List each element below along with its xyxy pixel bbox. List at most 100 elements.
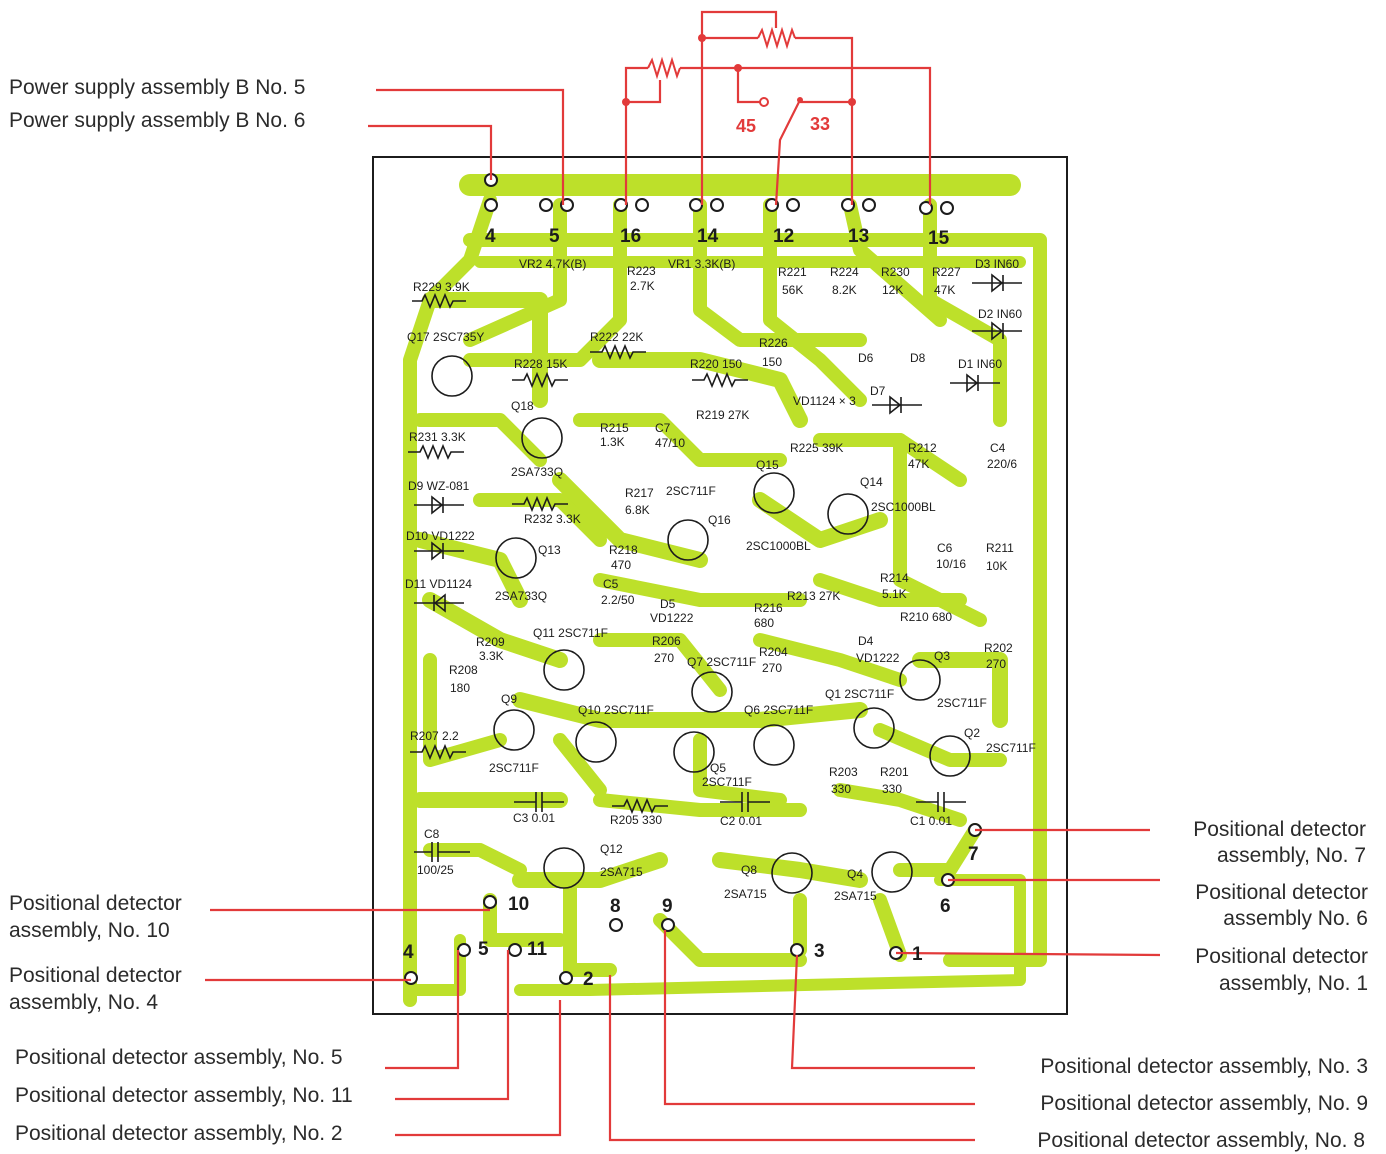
label-pd10-line1: Positional detector: [9, 892, 182, 915]
label-q15-type: 2SC1000BL: [746, 539, 811, 553]
label-r208: R208: [449, 663, 478, 677]
pin-13: 13: [848, 226, 869, 247]
label-r229: R229 3.9K: [413, 280, 470, 294]
switch-contact-45: [759, 97, 769, 107]
label-q5-type: 2SC711F: [702, 775, 752, 789]
label-d6: D6: [858, 351, 874, 365]
label-r203: R203: [829, 765, 858, 779]
label-r207: R207 2.2: [410, 729, 459, 743]
label-c4-value: 220/6: [987, 457, 1017, 471]
label-r204: R204: [759, 645, 788, 659]
label-r221-value: 56K: [782, 283, 803, 297]
label-d1: D1 IN60: [958, 357, 1002, 371]
label-r228: R228 15K: [514, 357, 567, 371]
label-q14: Q14: [860, 475, 883, 489]
label-q16-type: 2SC711F: [666, 484, 716, 498]
label-c5: C5: [603, 577, 619, 591]
label-r216: R216: [754, 601, 783, 615]
pin-7: 7: [968, 844, 979, 865]
label-r217: R217: [625, 486, 654, 500]
label-d11: D11 VD1124: [405, 577, 472, 591]
label-pd5: Positional detector assembly, No. 5: [15, 1046, 343, 1069]
pin-numbers: 4 5 16 14 12 13 15 7 6 10 8 9 3 1 4 5 11…: [403, 226, 979, 990]
label-r203-value: 330: [831, 782, 851, 796]
label-r205: R205 330: [610, 813, 662, 827]
label-r214-value: 5.1K: [882, 587, 907, 601]
copper-traces: [403, 174, 1047, 1007]
label-d7: D7: [870, 384, 886, 398]
label-r208-value: 180: [450, 681, 470, 695]
label-q3: Q3: [934, 649, 950, 663]
label-q14-type: 2SC1000BL: [871, 500, 936, 514]
label-c7: C7: [655, 421, 671, 435]
label-q13-type: 2SA733Q: [495, 589, 547, 603]
label-r202: R202: [984, 641, 1013, 655]
label-r227-value: 47K: [934, 283, 955, 297]
label-q13: Q13: [538, 543, 561, 557]
label-q11: Q11 2SC711F: [533, 626, 608, 640]
label-q1: Q1 2SC711F: [825, 687, 894, 701]
label-r201: R201: [880, 765, 909, 779]
label-r217-value: 6.8K: [625, 503, 650, 517]
label-r219: R219 27K: [696, 408, 749, 422]
label-c1: C1 0.01: [910, 814, 952, 828]
label-r218-value: 470: [611, 558, 631, 572]
label-pd7-line2: assembly, No. 7: [1217, 844, 1366, 867]
label-q6: Q6 2SC711F: [744, 703, 813, 717]
label-pd1-line2: assembly, No. 1: [1219, 972, 1368, 995]
label-d2: D2 IN60: [978, 307, 1022, 321]
label-pd2: Positional detector assembly, No. 2: [15, 1122, 343, 1145]
label-d5-type: VD1222: [650, 611, 694, 625]
label-q5: Q5: [710, 761, 726, 775]
label-q3-type: 2SC711F: [937, 696, 987, 710]
label-c6: C6: [937, 541, 953, 555]
label-r225: R225 39K: [790, 441, 843, 455]
label-d9: D9 WZ-081: [408, 479, 470, 493]
label-c7-value: 47/10: [655, 436, 685, 450]
label-q10: Q10 2SC711F: [578, 703, 654, 717]
label-d10: D10 VD1222: [406, 529, 475, 543]
pin-2: 2: [583, 969, 594, 990]
pin-4-bottom: 4: [403, 942, 414, 963]
label-r214: R214: [880, 571, 909, 585]
component-labels: VR2 4.7K(B) R223 2.7K VR1 3.3K(B) R221 5…: [405, 257, 1036, 903]
label-pd9: Positional detector assembly, No. 9: [1040, 1092, 1368, 1115]
label-c3: C3 0.01: [513, 811, 555, 825]
pin-8: 8: [610, 896, 621, 917]
pin-6: 6: [940, 896, 951, 917]
label-r218: R218: [609, 543, 638, 557]
label-q8: Q8: [741, 863, 757, 877]
pin-9: 9: [662, 896, 673, 917]
pin-1: 1: [912, 944, 923, 965]
label-q4: Q4: [847, 867, 863, 881]
label-q9-type: 2SC711F: [489, 761, 539, 775]
label-c8: C8: [424, 827, 440, 841]
label-q17: Q17 2SC735Y: [407, 330, 484, 344]
pin-12: 12: [773, 226, 794, 247]
label-r212: R212: [908, 441, 937, 455]
label-q12: Q12: [600, 842, 623, 856]
switch-label-33: 33: [810, 114, 830, 134]
label-r231: R231 3.3K: [409, 430, 466, 444]
label-r220: R220 150: [690, 357, 742, 371]
switch-label-45: 45: [736, 116, 756, 136]
label-r230-value: 12K: [882, 283, 903, 297]
pin-11: 11: [527, 939, 548, 960]
label-c4: C4: [990, 441, 1006, 455]
label-vr1: VR1 3.3K(B): [668, 257, 735, 271]
label-q16: Q16: [708, 513, 731, 527]
label-r206: R206: [652, 634, 681, 648]
label-pd10-line2: assembly, No. 10: [9, 919, 170, 942]
label-r215: R215: [600, 421, 629, 435]
component-symbols: [408, 273, 1022, 894]
label-pd3: Positional detector assembly, No. 3: [1040, 1055, 1368, 1078]
label-r209: R209: [476, 635, 505, 649]
pin-10: 10: [508, 894, 529, 915]
label-c2: C2 0.01: [720, 814, 762, 828]
label-pd8: Positional detector assembly, No. 8: [1037, 1129, 1365, 1152]
label-pd7-line1: Positional detector: [1193, 818, 1366, 841]
solder-pads: [404, 173, 982, 985]
label-q12-type: 2SA715: [600, 865, 643, 879]
label-q8-type: 2SA715: [724, 887, 767, 901]
